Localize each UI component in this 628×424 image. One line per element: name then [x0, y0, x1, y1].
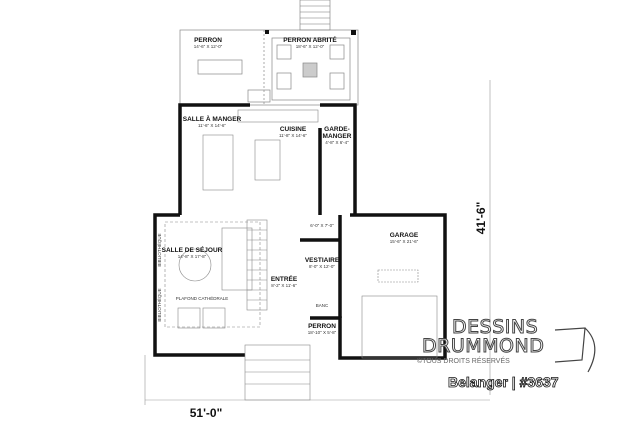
bookcase-label: BIBLIOTHÈQUE [156, 288, 162, 321]
room-size: 14'-8" X 17'-8" [178, 254, 207, 259]
room-label: GARDE- [324, 126, 350, 133]
interior-details [164, 109, 438, 401]
room-label: SALLE À MANGER [183, 114, 242, 123]
depth-dimension: 41'-6" [474, 202, 488, 235]
room-size: 6'-0" X 7'-0" [310, 223, 334, 228]
room-label: MANGER [323, 133, 352, 140]
room-size: 15'-6" X 21'-6" [390, 239, 419, 244]
room-size: 8'-2" X 11'-6" [271, 283, 297, 288]
room-label: PERRON [308, 323, 336, 330]
brand-logo: DESSINS DRUMMOND ©TOUS DROITS RÉSERVÉS [417, 316, 622, 365]
plan-title: Belanger | #3637 [448, 374, 559, 391]
room-label: VESTIAIRE [305, 257, 340, 264]
logo-line2: DRUMMOND [422, 335, 545, 357]
room-size: 4'-8" X 6'-4" [325, 140, 349, 145]
back-stairs [299, 0, 331, 31]
room-size: 18'-6" X 12'-0" [296, 44, 325, 49]
room-label: CUISINE [280, 126, 307, 133]
dimension-lines [144, 80, 491, 405]
logo-mark [554, 327, 596, 373]
room-label: PERRON [194, 37, 222, 44]
width-dimension: 51'-0" [190, 406, 223, 420]
room-size: 18'-10" X 5'-8" [308, 330, 337, 335]
room-label: GARAGE [390, 232, 419, 239]
copyright: ©TOUS DROITS RÉSERVÉS [417, 358, 510, 365]
room-size: 8'-0" X 12'-0" [309, 264, 335, 269]
bookcase-label: BIBLIOTHÈQUE [156, 233, 162, 266]
room-size: 14'-6" X 12'-0" [194, 44, 223, 49]
room-size: 11'-6" X 14'-6" [198, 123, 226, 128]
back-porch [179, 29, 359, 106]
room-label: ENTRÉE [271, 274, 298, 283]
ceiling-note: PLAFOND CATHÉDRALE [176, 295, 228, 301]
bench-label: BANC [316, 303, 329, 308]
room-label: SALLE DE SÉJOUR [162, 245, 223, 254]
room-label: PERRON ABRITÉ [283, 35, 337, 44]
room-size: 11'-8" X 14'-6" [279, 133, 307, 138]
logo-line1: DESSINS [452, 316, 539, 338]
